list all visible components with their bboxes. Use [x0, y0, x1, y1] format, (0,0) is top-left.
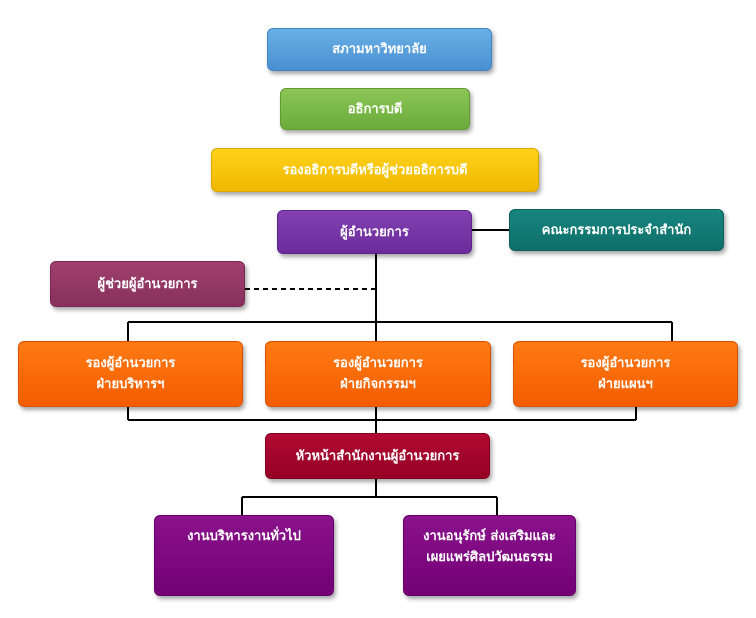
deputy-activity-box: รองผู้อำนวยการ ฝ่ายกิจกรรมฯ [265, 341, 491, 407]
vice-president-box: รองอธิการบดีหรือผู้ช่วยอธิการบดี [211, 148, 539, 192]
deputy-admin-division: ฝ่ายบริหารฯ [96, 377, 165, 392]
assistant-director-label: ผู้ช่วยผู้อำนวยการ [97, 276, 198, 292]
deputy-plan-title: รองผู้อำนวยการ [580, 356, 671, 371]
president-label: อธิการบดี [347, 101, 403, 117]
deputy-activity-title: รองผู้อำนวยการ [333, 356, 423, 371]
general-admin-box: งานบริหารงานทั่วไป [154, 515, 334, 596]
deputy-activity-division: ฝ่ายกิจกรรมฯ [340, 377, 416, 392]
committee-label: คณะกรรมการประจำสำนัก [541, 222, 692, 238]
deputy-admin-box: รองผู้อำนวยการ ฝ่ายบริหารฯ [18, 341, 243, 407]
vice-president-label: รองอธิการบดีหรือผู้ช่วยอธิการบดี [282, 162, 468, 178]
university-council-label: สภามหาวิทยาลัย [332, 42, 427, 57]
deputy-admin-title: รองผู้อำนวยการ [85, 356, 176, 371]
committee-box: คณะกรรมการประจำสำนัก [509, 209, 724, 251]
office-head-box: หัวหน้าสำนักงานผู้อำนวยการ [265, 433, 490, 479]
culture-box: งานอนุรักษ์ ส่งเสริมและ เผยแพร่ศิลปวัฒนธ… [403, 515, 576, 596]
general-admin-label: งานบริหารงานทั่วไป [187, 529, 301, 544]
culture-label-line2: เผยแพร่ศิลปวัฒนธรรม [426, 550, 553, 565]
director-label: ผู้อำนวยการ [340, 224, 409, 240]
director-box: ผู้อำนวยการ [277, 210, 472, 254]
assistant-director-box: ผู้ช่วยผู้อำนวยการ [50, 261, 245, 307]
culture-label-line1: งานอนุรักษ์ ส่งเสริมและ [423, 529, 556, 544]
university-council-box: สภามหาวิทยาลัย [267, 28, 492, 71]
deputy-plan-division: ฝ่ายแผนฯ [598, 377, 653, 392]
president-box: อธิการบดี [280, 88, 470, 130]
office-head-label: หัวหน้าสำนักงานผู้อำนวยการ [295, 448, 460, 464]
deputy-plan-box: รองผู้อำนวยการ ฝ่ายแผนฯ [513, 341, 738, 407]
